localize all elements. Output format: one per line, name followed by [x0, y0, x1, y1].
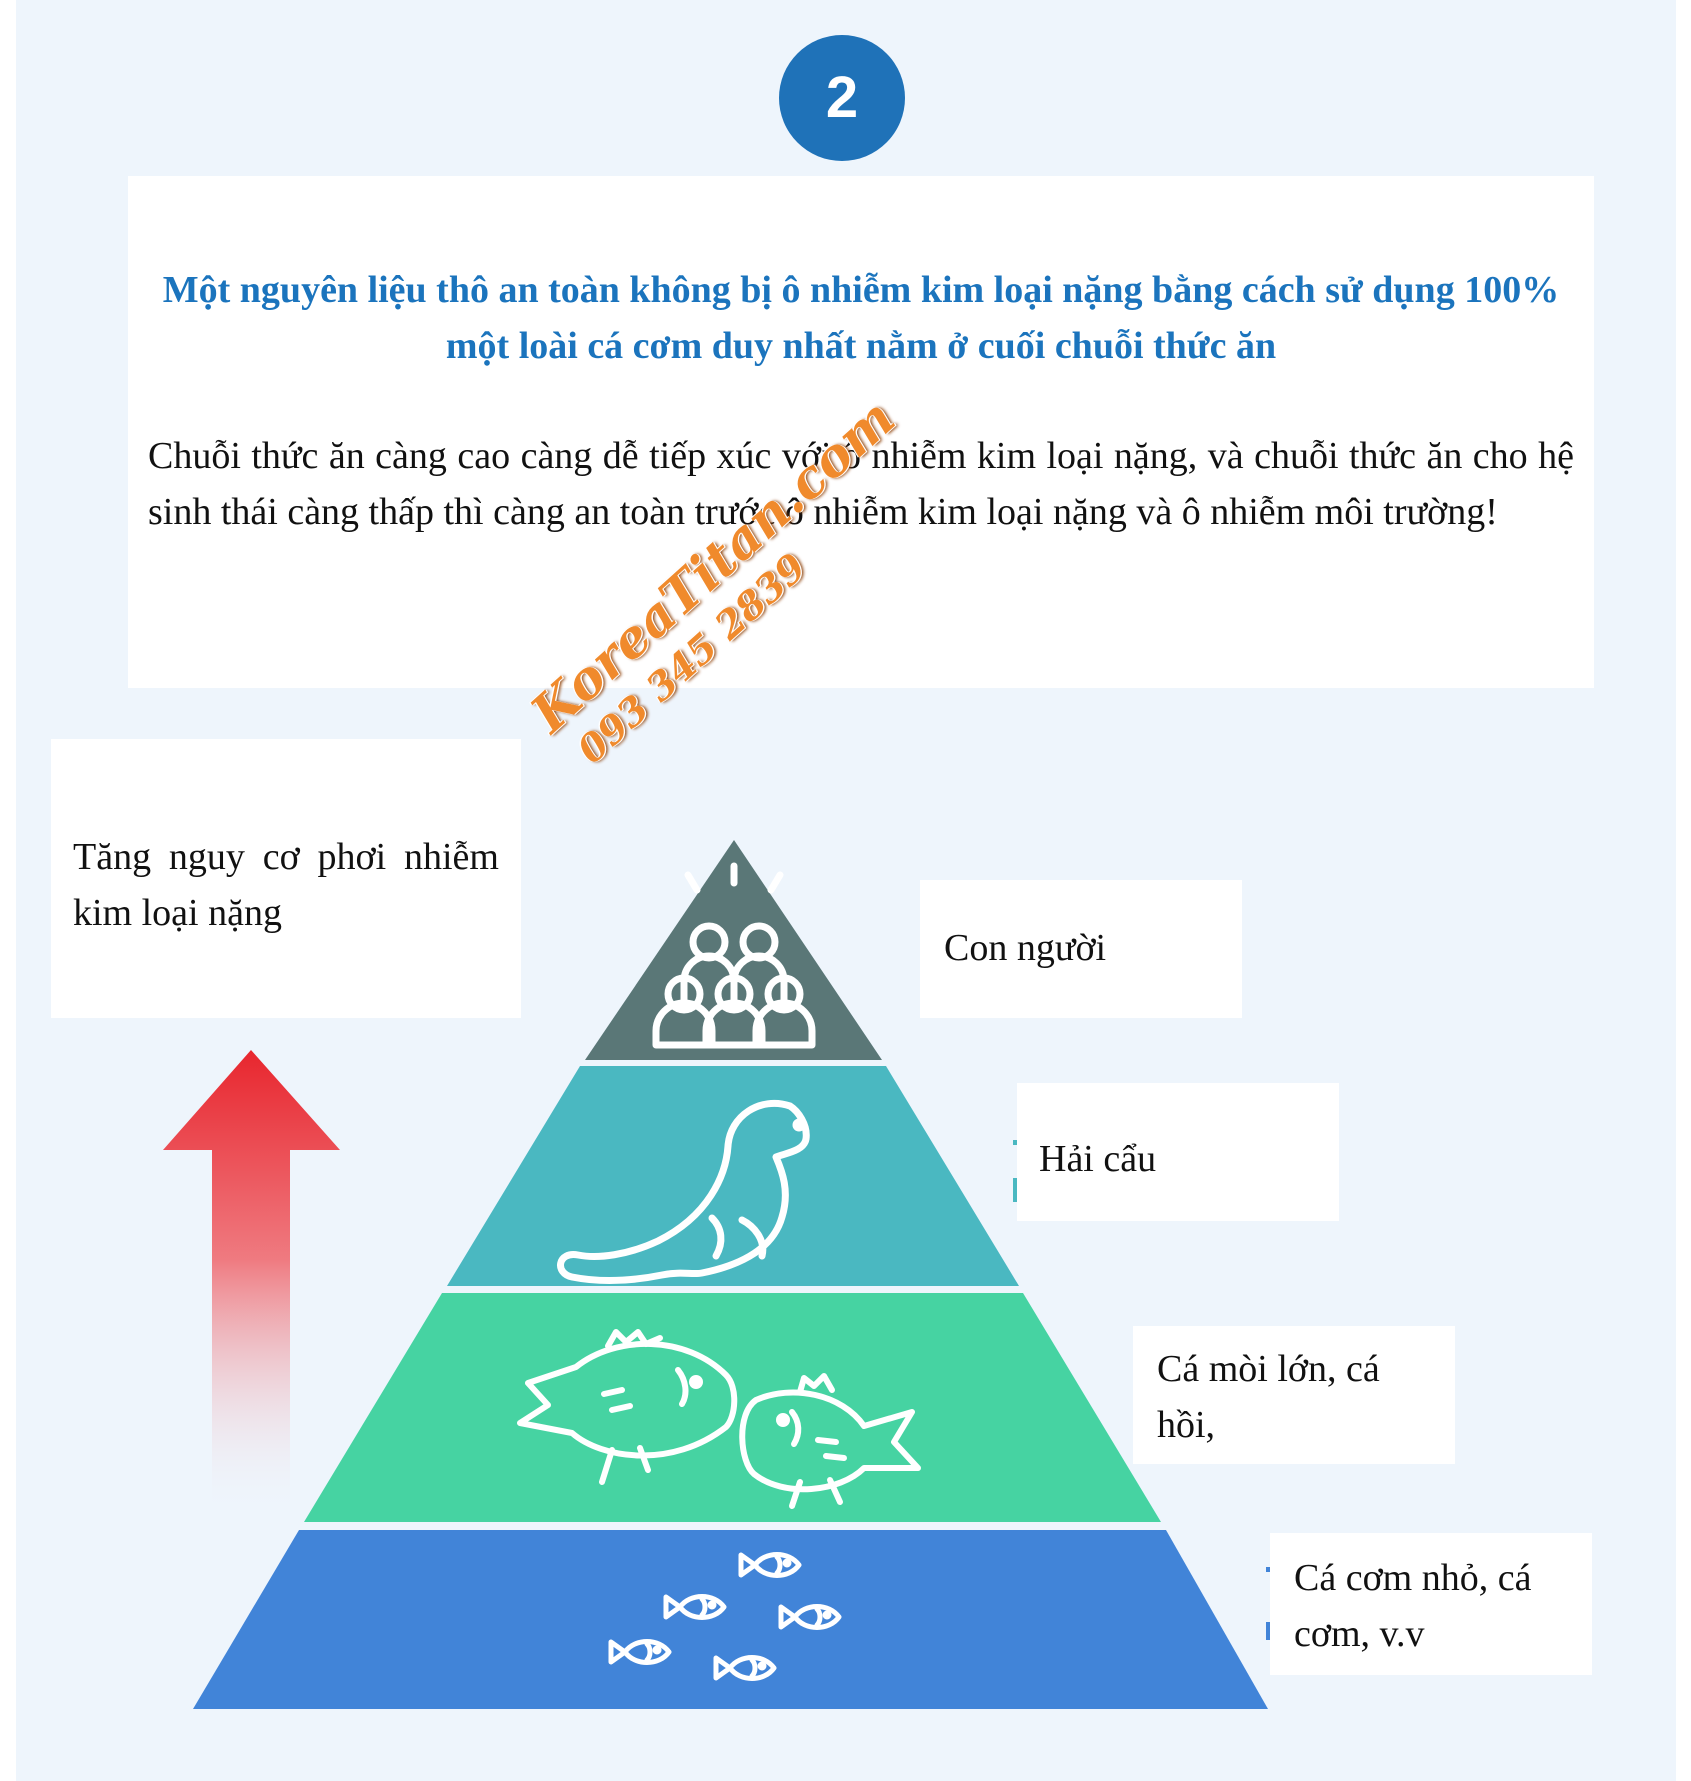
risk-label-card: Tăng nguy cơ phơi nhiễm kim loại nặng — [51, 739, 521, 1018]
step-number-badge: 2 — [779, 35, 905, 161]
level-label-seal: Hải cẩu — [1039, 1138, 1157, 1180]
risk-label: Tăng nguy cơ phơi nhiễm kim loại nặng — [73, 836, 499, 934]
people-group-icon — [652, 862, 816, 1049]
large-fish-icon — [517, 1329, 921, 1509]
label-tick — [1013, 1178, 1017, 1202]
label-tick — [1013, 1140, 1017, 1145]
intro-card: Một nguyên liệu thô an toàn không bị ô n… — [128, 176, 1594, 688]
label-predator-fish: Cá mòi lớn, cá hồi, — [1133, 1326, 1455, 1464]
intro-body: Chuỗi thức ăn càng cao càng dễ tiếp xúc … — [148, 435, 1574, 533]
label-tick — [1266, 1622, 1270, 1640]
intro-heading: Một nguyên liệu thô an toàn không bị ô n… — [162, 269, 1560, 367]
label-humans: Con người — [920, 880, 1242, 1018]
pyramid-level-humans — [585, 840, 882, 1060]
level-label-predator-fish: Cá mòi lớn, cá hồi, — [1157, 1348, 1380, 1446]
pyramid-level-seal — [447, 1066, 1019, 1286]
level-label-anchovy: Cá cơm nhỏ, cá cơm, v.v — [1294, 1557, 1532, 1655]
level-label-humans: Con người — [944, 927, 1107, 969]
small-fish-school-icon — [608, 1552, 842, 1681]
pyramid-level-anchovy — [193, 1530, 1268, 1709]
risk-arrow-icon — [163, 1050, 340, 1515]
label-anchovy: Cá cơm nhỏ, cá cơm, v.v — [1270, 1533, 1592, 1675]
label-tick — [1266, 1567, 1270, 1572]
label-seal: Hải cẩu — [1017, 1083, 1339, 1221]
seal-icon — [557, 1099, 810, 1285]
